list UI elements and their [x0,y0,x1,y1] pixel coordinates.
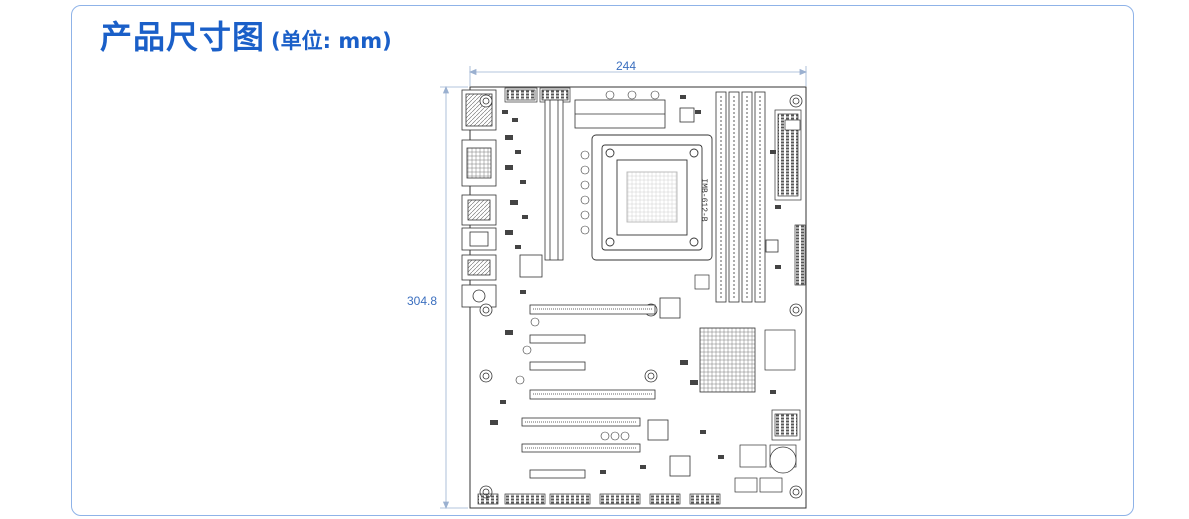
vrm-heatsink [544,99,666,261]
width-dimension-label: 244 [616,59,637,73]
width-dimension-line [468,66,808,86]
title-unit: (单位: mm) [271,29,392,53]
smd-components [490,95,781,474]
rear-io-connectors [461,89,497,308]
page-title: 产品尺寸图(单位: mm) [100,12,392,58]
headers [477,119,806,505]
cpu-socket: IMB-612-B [591,134,713,261]
chipset-heatsink [699,327,756,393]
pcie-slots [521,304,656,479]
height-dimension-label: 304.8 [407,294,438,308]
height-dimension-line [440,85,468,510]
dimm-slots [715,91,766,303]
board-silkscreen: IMB-612-B [699,178,708,221]
title-text: 产品尺寸图 [100,18,266,56]
ic-chips [519,107,779,477]
